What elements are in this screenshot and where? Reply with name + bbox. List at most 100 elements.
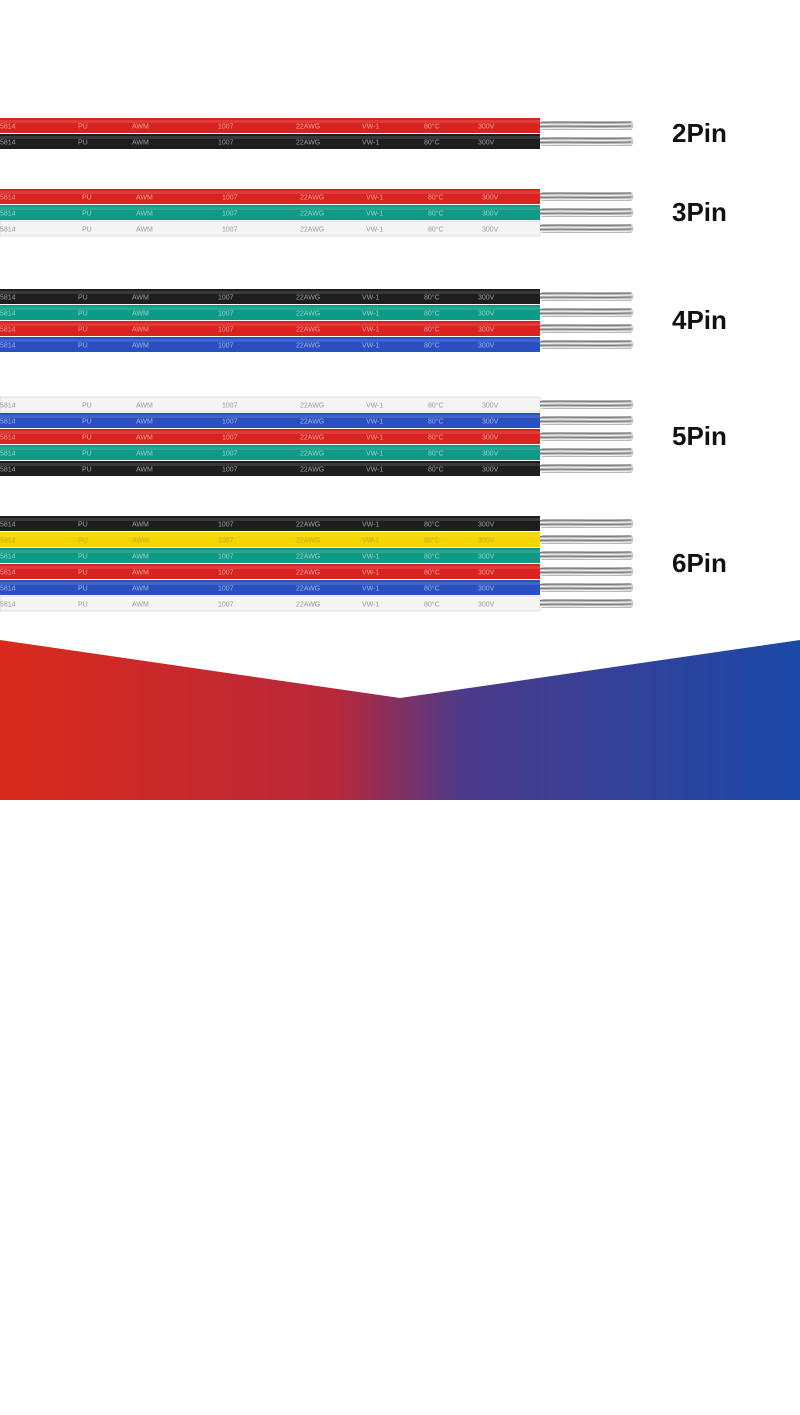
pin-label-5pin: 5Pin [672,421,727,451]
cross-section-text: 0.34mm² = 17*0.16 mm [462,1384,724,1412]
strand-line [539,436,632,439]
wire-print-text: 22AWG [296,311,320,318]
wire-print-text: AWM [132,124,149,131]
wire-print-text: 5814 [0,403,16,410]
wire-print-text: 80°C [424,601,440,609]
strand-line [539,416,632,419]
strand-line [539,400,632,403]
wire-print-text: VW-1 [366,403,383,410]
strand-line [539,314,634,317]
strand-line [539,192,632,195]
wire-print-text: VW-1 [362,570,379,577]
strand-line [539,298,634,301]
strand-line [539,539,632,542]
strand-line [539,573,634,576]
wire-print-text: VW-1 [366,227,383,234]
wire-print-text: VW-1 [362,586,379,593]
wire-print-text: 300V [478,327,495,334]
wire-print-text: 22AWG [296,586,320,593]
wire-print-text: 1007 [218,602,234,609]
wire-print-text: 22AWG [296,602,320,609]
wire-print-text: 80°C [424,342,440,350]
wire-highlight [0,323,540,326]
strand-line [539,450,634,453]
wire-print-text: 5814 [0,327,16,334]
strand-line [539,541,634,544]
strand-line [539,470,634,473]
wire-print-text: 80°C [424,294,440,302]
product-spec: Wire Gauge: 22AWG 0.34mm² = 17*0.16 mm [462,1347,724,1415]
strand-line [539,344,632,347]
wire-print-text: 300V [482,227,499,234]
wire-print-text: AWM [132,570,149,577]
wire-print-text: 22AWG [300,227,324,234]
wire-print-text: 80°C [428,194,444,202]
strand-line [539,402,634,405]
wire-print-text: PU [82,211,92,218]
wire-print-text: 5814 [0,419,16,426]
wire-print-text: 1007 [222,195,238,202]
wire-print-text: PU [82,451,92,458]
strand-line [539,208,632,211]
wire-print-text: PU [78,586,88,593]
wire-print-text: 1007 [218,554,234,561]
wire-print-text: 80°C [424,521,440,529]
wire-print-text: AWM [136,195,153,202]
wire-print-text: AWM [132,586,149,593]
wire-highlight [0,431,540,434]
wire-print-text: 1007 [222,435,238,442]
wire-print-text: 5814 [0,124,16,131]
wire-print-text: PU [78,343,88,350]
wire-teal [0,548,540,563]
wire-highlight [0,191,540,194]
wire-print-text: 22AWG [300,195,324,202]
wire-print-text: 1007 [222,451,238,458]
wire-print-text: 80°C [428,226,444,234]
strand-line [539,330,634,333]
wire-print-text: 1007 [222,419,238,426]
strand-line [539,310,634,313]
strand-line [539,121,632,124]
wire-print-text: PU [82,419,92,426]
wire-print-text: 80°C [428,450,444,458]
strand-line [539,196,632,199]
wire-highlight [0,415,540,418]
wire-print-text: 80°C [424,569,440,577]
product-title-line-2: Copper Wire Cable [22,1384,235,1412]
strand-line [539,404,632,407]
pin-label-4pin: 4Pin [672,305,727,335]
strand-line [539,603,632,606]
strand-line [539,226,634,229]
strand-line [539,605,634,608]
strand-line [539,346,634,349]
wire-print-text: PU [82,467,92,474]
wire-print-text: VW-1 [366,211,383,218]
wire-print-text: 22AWG [296,554,320,561]
wire-print-text: VW-1 [362,295,379,302]
wire-print-text: 300V [478,538,495,545]
strand-line [539,583,632,586]
wire-highlight [0,207,540,210]
strand-line [539,589,634,592]
wire-print-text: 300V [482,419,499,426]
wire-print-text: 300V [478,140,495,147]
strand-line [539,292,632,295]
product-title-line-1: UL2468 Tinned [22,1350,192,1378]
wire-print-text: 1007 [222,467,238,474]
wire-print-text: 5814 [0,343,16,350]
wire-print-text: 80°C [424,310,440,318]
strand-line [539,224,632,227]
wire-print-text: 5814 [0,195,16,202]
strand-line [539,340,632,343]
wire-print-text: VW-1 [362,124,379,131]
wire-highlight [0,582,540,585]
wire-print-text: 80°C [424,139,440,147]
strand-line [539,418,634,421]
wire-print-text: 1007 [218,327,234,334]
wire-print-text: 300V [482,403,499,410]
wire-print-text: 80°C [424,326,440,334]
wire-print-text: 300V [482,435,499,442]
wire-print-text: AWM [132,295,149,302]
strand-line [539,466,634,469]
